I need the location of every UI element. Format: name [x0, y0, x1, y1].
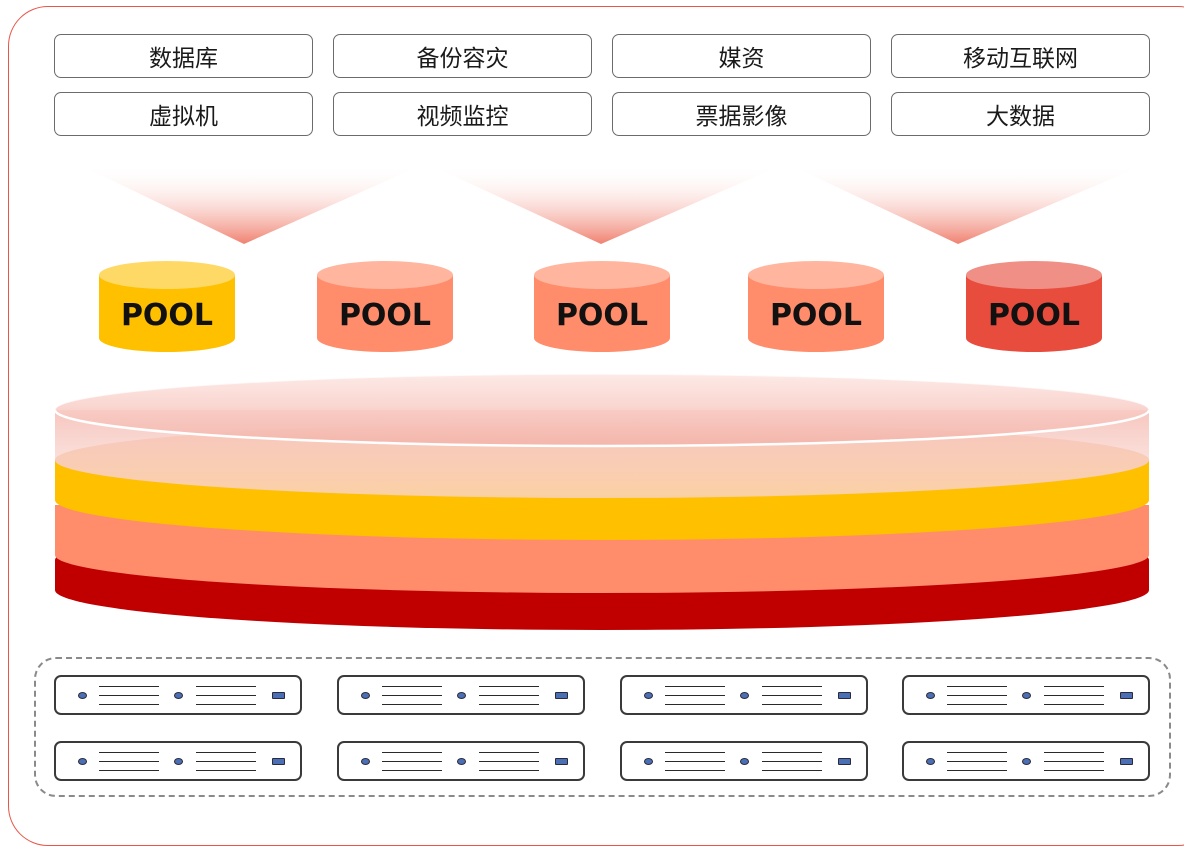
- server-rack-icon: [337, 741, 585, 781]
- pool-cylinder[interactable]: POOL: [99, 261, 235, 352]
- server-cluster: [34, 657, 1171, 797]
- pool-cylinder[interactable]: POOL: [534, 261, 670, 352]
- pool-label: POOL: [770, 298, 862, 333]
- funnel-right: [790, 165, 1144, 244]
- resource-pool-disc: [53, 373, 1151, 630]
- funnel-arrows: [80, 165, 1144, 244]
- server-rack-icon: [620, 741, 868, 781]
- pool-label: POOL: [988, 298, 1080, 333]
- pool-label: POOL: [556, 298, 648, 333]
- server-rack-icon: [54, 741, 302, 781]
- pool-label: POOL: [121, 298, 213, 333]
- server-rack-icon: [902, 675, 1150, 715]
- app-virtual-machine[interactable]: 虚拟机: [54, 92, 313, 136]
- funnel-middle: [430, 165, 782, 244]
- funnel-left: [80, 165, 422, 244]
- pool-cylinder[interactable]: POOL: [966, 261, 1102, 352]
- pool-cylinder[interactable]: POOL: [748, 261, 884, 352]
- app-big-data[interactable]: 大数据: [891, 92, 1150, 136]
- pool-cylinder[interactable]: POOL: [317, 261, 453, 352]
- storage-diagram: POOL POOL POOL POOL POOL: [53, 165, 1151, 630]
- server-rack-icon: [620, 675, 868, 715]
- pool-label: POOL: [339, 298, 431, 333]
- server-rack-icon: [54, 675, 302, 715]
- server-rack-icon: [902, 741, 1150, 781]
- server-rack-icon: [337, 675, 585, 715]
- layer-glass-top: [55, 374, 1149, 446]
